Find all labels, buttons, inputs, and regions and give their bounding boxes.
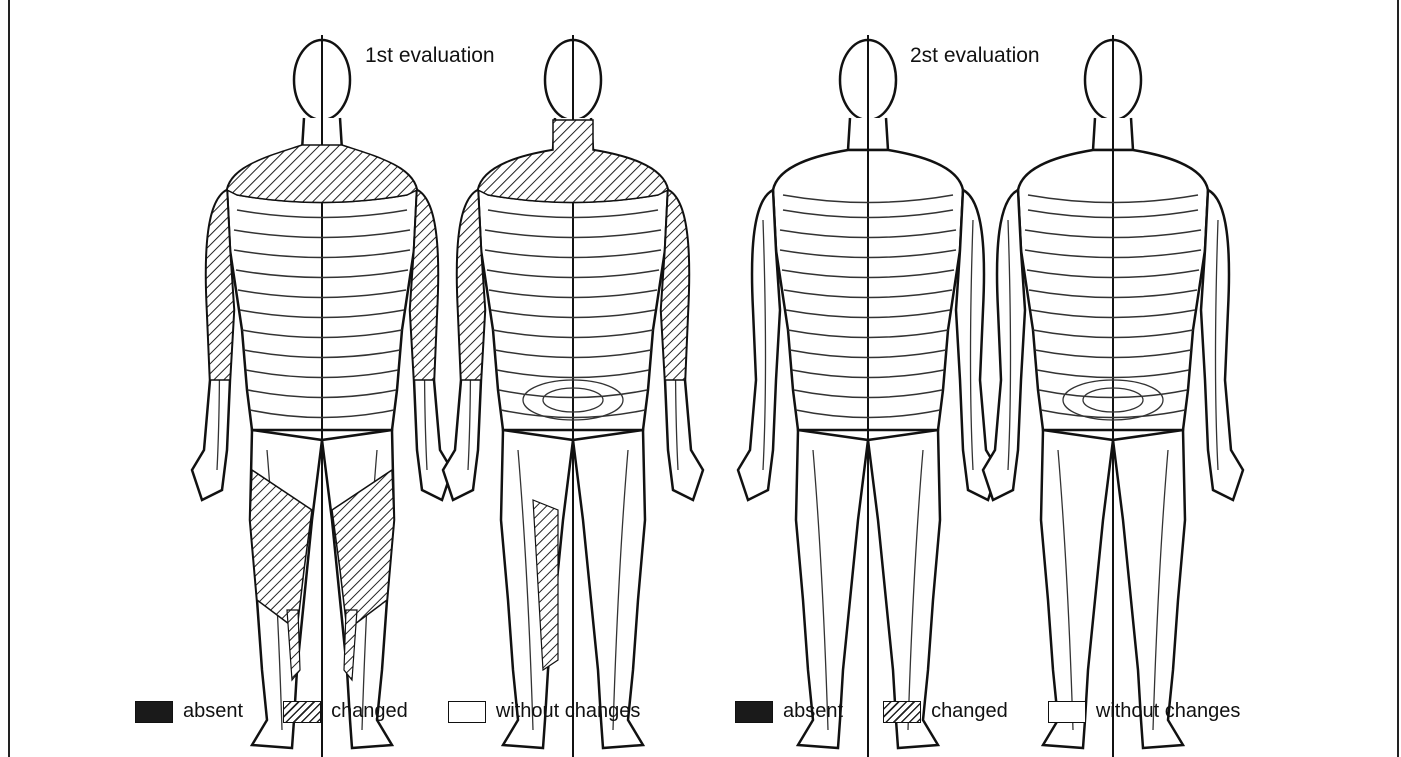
swatch-none (448, 701, 486, 723)
legend-label-absent: absent (183, 700, 243, 723)
legend-item-changed: changed (883, 700, 1008, 723)
swatch-absent (735, 701, 773, 723)
body-figure-back-2 (983, 35, 1243, 757)
body-figure-back-1 (443, 35, 703, 757)
swatch-changed (283, 701, 321, 723)
legend-label-none: without changes (1096, 700, 1241, 723)
legend-item-none: without changes (1048, 700, 1241, 723)
swatch-absent (135, 701, 173, 723)
legend-second: absent changed without changes (735, 700, 1280, 723)
legend-label-changed: changed (331, 700, 408, 723)
legend-item-absent: absent (135, 700, 243, 723)
body-figure-front-2 (738, 35, 998, 757)
legend-item-absent: absent (735, 700, 843, 723)
legend-first: absent changed without changes (135, 700, 680, 723)
legend-item-changed: changed (283, 700, 408, 723)
legend-label-changed: changed (931, 700, 1008, 723)
legend-item-none: without changes (448, 700, 641, 723)
body-figure-front-1 (192, 35, 452, 757)
legend-label-absent: absent (783, 700, 843, 723)
legend-label-none: without changes (496, 700, 641, 723)
swatch-changed (883, 701, 921, 723)
swatch-none (1048, 701, 1086, 723)
